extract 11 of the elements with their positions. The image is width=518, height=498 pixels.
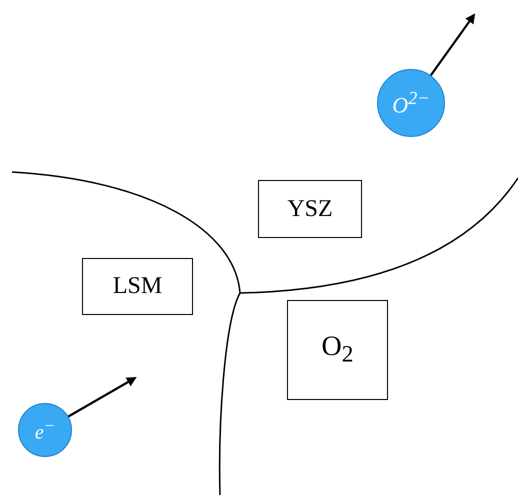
particle-circle	[18, 403, 72, 457]
arrow	[430, 13, 476, 76]
box-label: YSZ	[287, 196, 333, 222]
particle-label: e$^{−}$	[34, 416, 56, 444]
label-box	[258, 180, 362, 238]
box-label: O$_{2}$	[322, 331, 354, 369]
label-box	[82, 258, 193, 315]
arrow	[68, 377, 137, 418]
particle-label: O$^{2−}$	[392, 88, 430, 118]
box-label: LSM	[112, 273, 162, 300]
label-box	[287, 300, 388, 400]
